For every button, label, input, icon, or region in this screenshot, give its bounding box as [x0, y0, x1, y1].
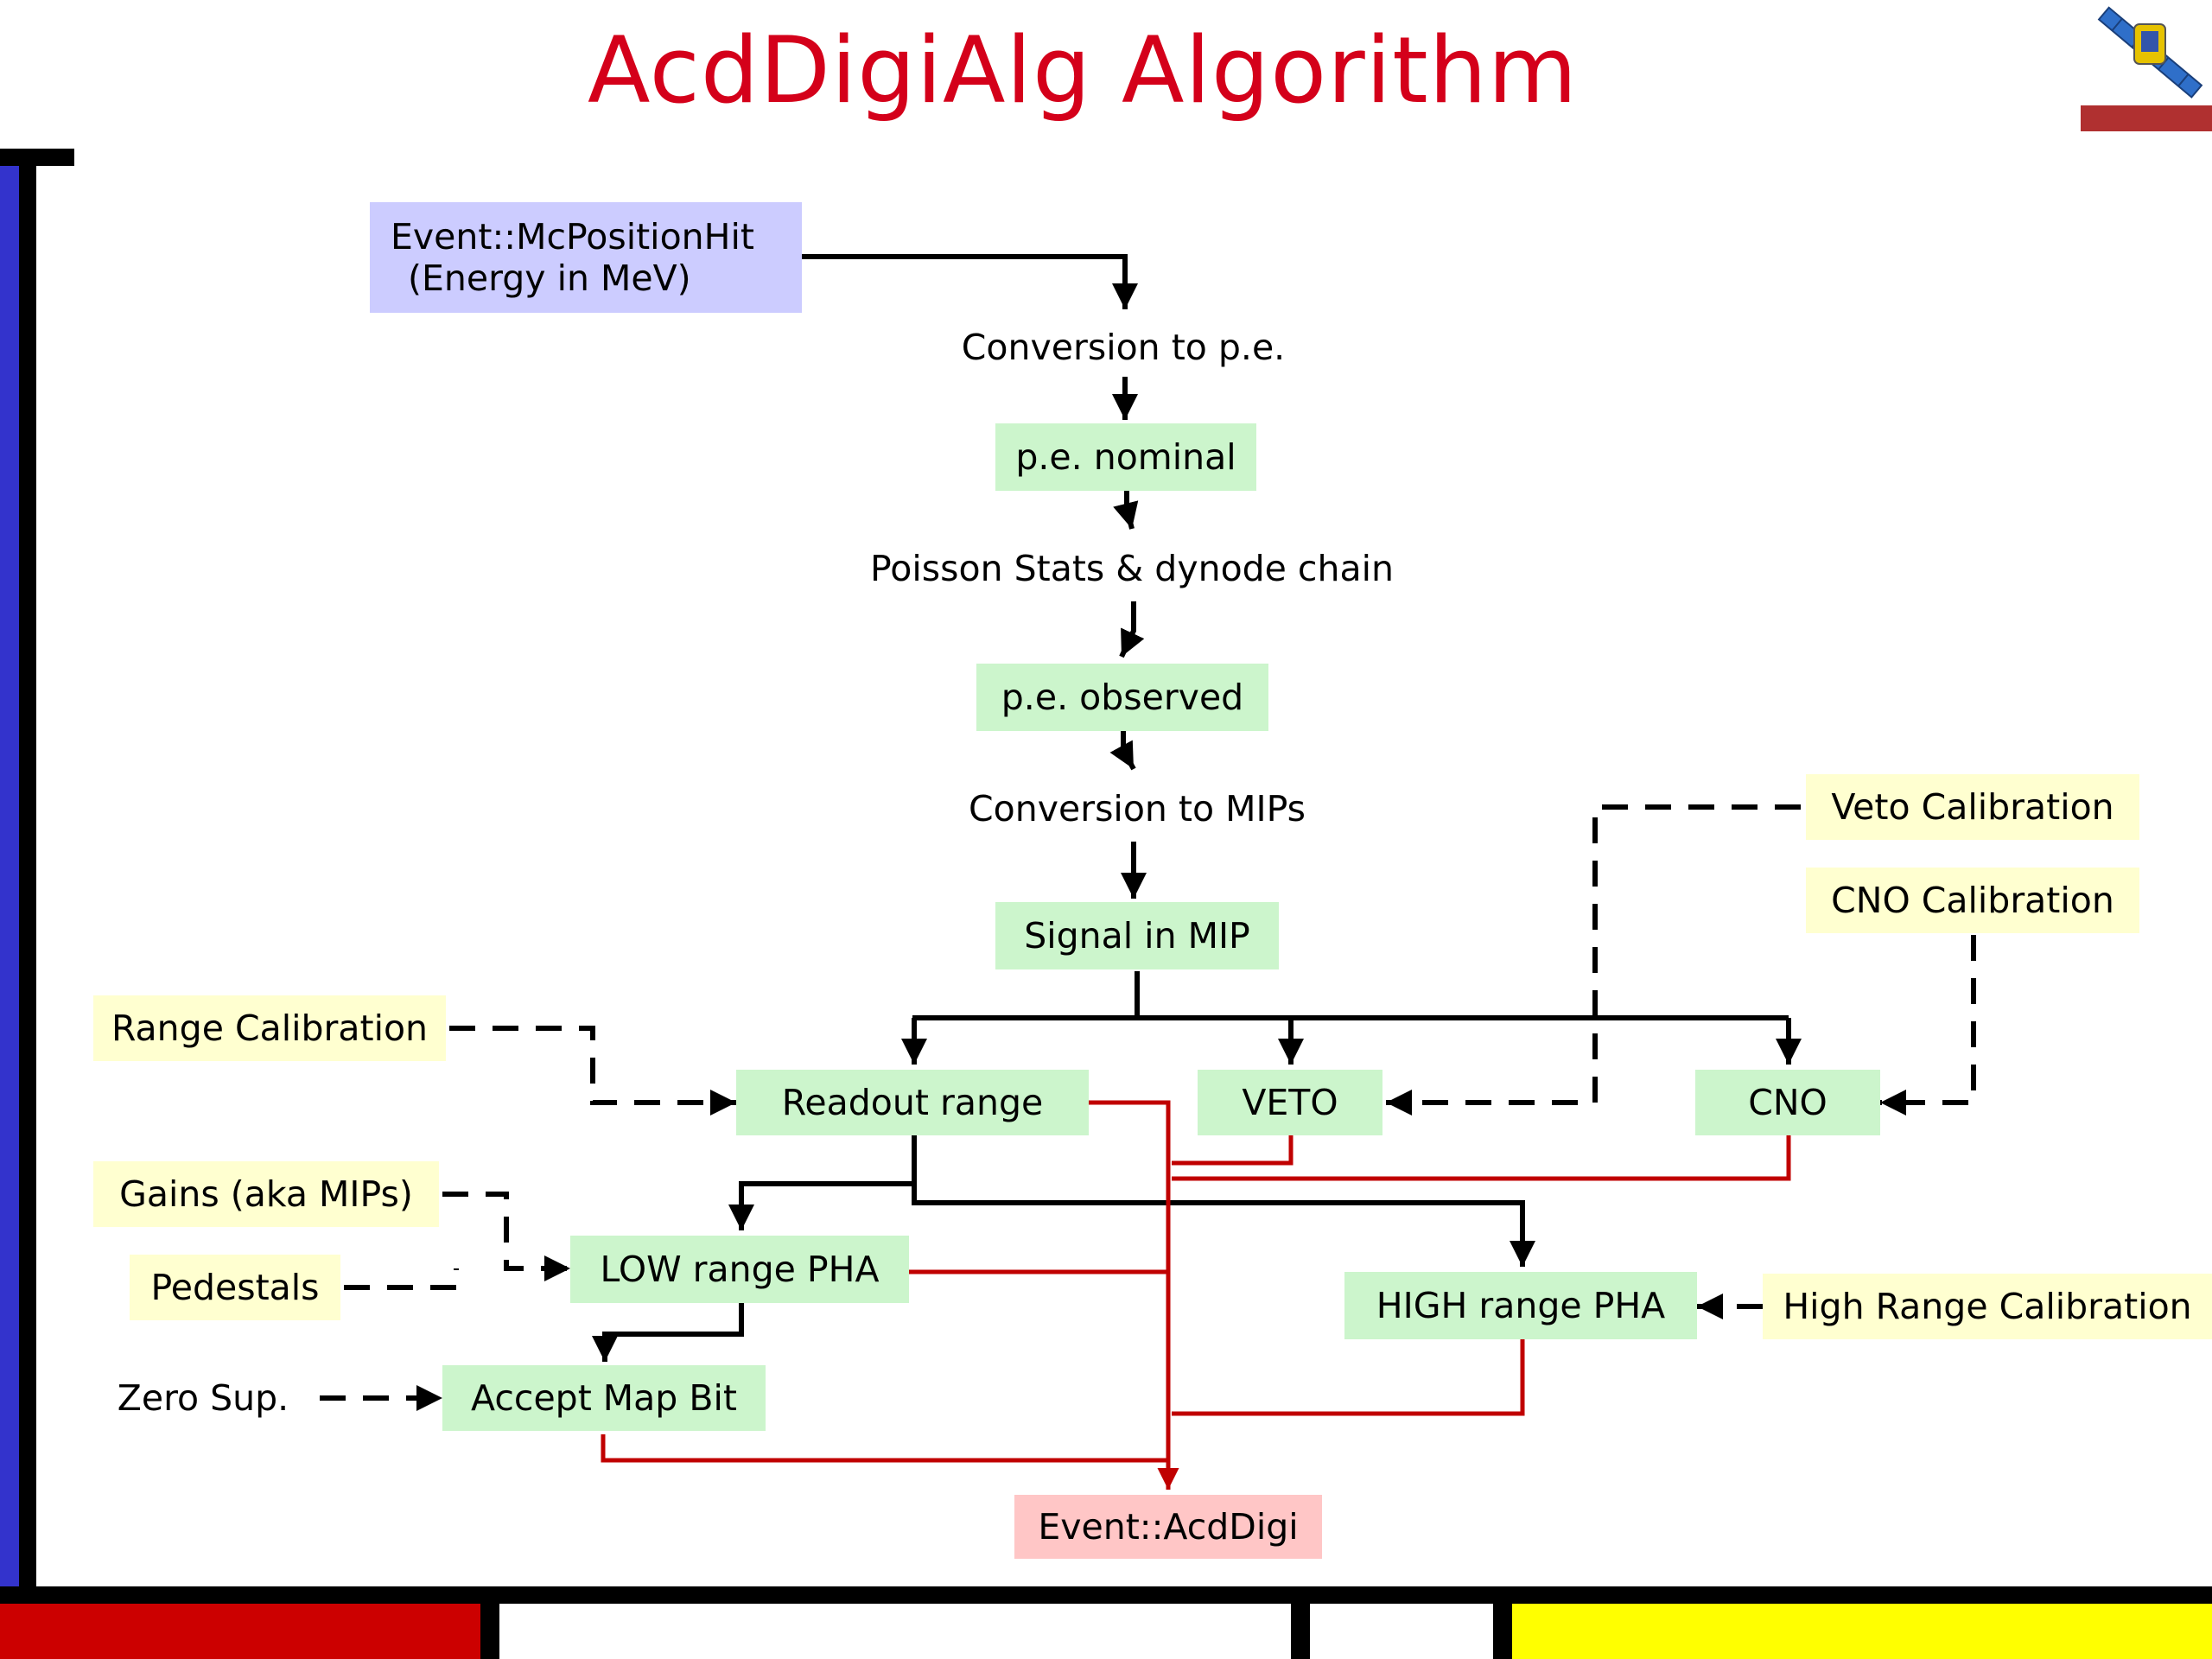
node-accept-map-bit: Accept Map Bit — [442, 1365, 766, 1431]
red-readout-out — [1089, 1100, 1179, 1490]
arrow-nominal-to-poisson — [1113, 491, 1139, 530]
cal-pedestals: Pedestals — [130, 1255, 340, 1320]
signal-bus — [912, 971, 1789, 1020]
frame-blue-bar — [0, 156, 19, 1590]
arrow-readout-to-low — [728, 1135, 917, 1230]
arrow-veto-cal — [1386, 804, 1801, 1116]
frame-black-vertical — [19, 156, 36, 1590]
slide-title: AcdDigiAlg Algorithm — [588, 17, 1579, 124]
label-conversion-mips: Conversion to MIPs — [969, 788, 1306, 830]
cal-high-range-calibration: High Range Calibration — [1763, 1274, 2212, 1339]
footer-divider-1 — [480, 1604, 499, 1659]
node-pe-observed: p.e. observed — [976, 664, 1268, 731]
node-signal-in-mip: Signal in MIP — [995, 902, 1279, 969]
input-box-mcpositionhit: Event::McPositionHit (Energy in MeV) — [370, 202, 802, 313]
footer-red-block — [0, 1604, 480, 1659]
red-veto-out — [1172, 1135, 1294, 1166]
cal-gains: Gains (aka MIPs) — [93, 1161, 439, 1227]
red-high-out — [1172, 1339, 1525, 1416]
frame-black-bottom-line — [0, 1586, 2212, 1604]
arrow-pedestals — [344, 1268, 459, 1290]
cal-veto-calibration: Veto Calibration — [1806, 774, 2139, 840]
cal-cno-calibration: CNO Calibration — [1806, 868, 2139, 933]
input-line-2: (Energy in MeV) — [408, 257, 691, 299]
arrow-gains — [442, 1192, 570, 1281]
arrow-range-cal — [449, 1026, 736, 1116]
label-conversion-pe: Conversion to p.e. — [961, 327, 1286, 368]
node-veto: VETO — [1198, 1070, 1382, 1135]
node-readout-range: Readout range — [736, 1070, 1089, 1135]
red-accept-out — [601, 1434, 1166, 1463]
label-zero-sup: Zero Sup. — [117, 1377, 289, 1419]
cal-range-calibration: Range Calibration — [93, 995, 446, 1061]
arrow-low-to-accept — [592, 1303, 744, 1362]
arrow-cno-cal — [1880, 935, 1976, 1116]
node-low-range-pha: LOW range PHA — [570, 1236, 909, 1303]
node-pe-nominal: p.e. nominal — [995, 423, 1256, 491]
label-poisson: Poisson Stats & dynode chain — [870, 548, 1394, 589]
node-cno: CNO — [1695, 1070, 1880, 1135]
frame-black-top-stub — [0, 149, 74, 166]
footer-divider-3 — [1493, 1604, 1512, 1659]
satellite-icon — [2081, 6, 2212, 131]
input-line-1: Event::McPositionHit — [391, 216, 754, 257]
footer-yellow-block — [1512, 1604, 2212, 1659]
red-cno-out — [1172, 1135, 1791, 1181]
node-high-range-pha: HIGH range PHA — [1344, 1272, 1697, 1339]
footer-divider-2 — [1291, 1604, 1310, 1659]
node-output-acddigi: Event::AcdDigi — [1014, 1495, 1322, 1559]
arrow-observed-to-mips — [1109, 731, 1136, 771]
arrow-input-to-conv — [795, 254, 1138, 309]
arrow-readout-to-high — [912, 1184, 1535, 1267]
arrow-poisson-to-observed — [1119, 601, 1145, 658]
